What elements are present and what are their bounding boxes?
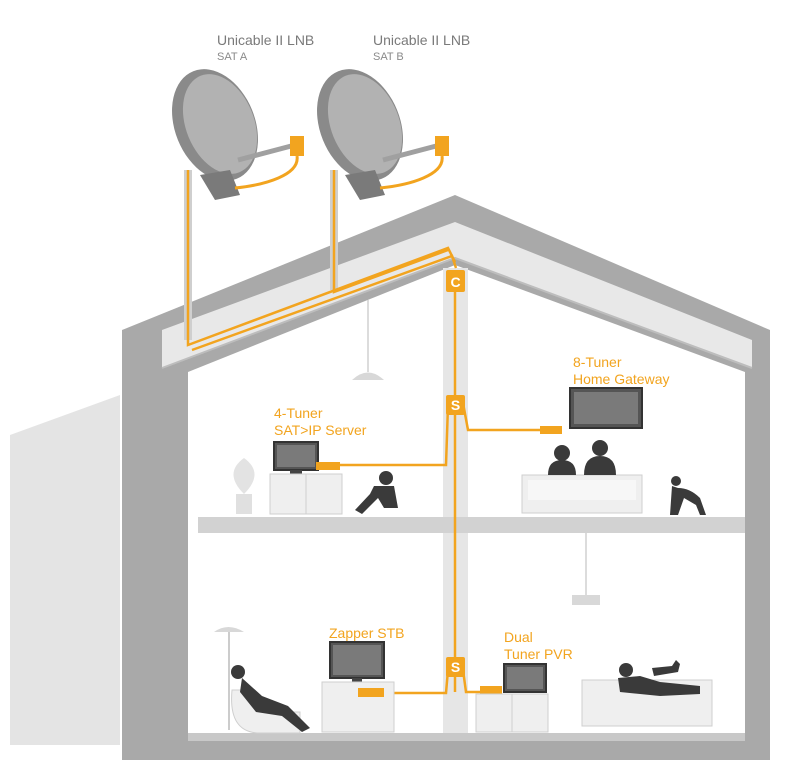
splitter-node-lower <box>446 657 465 677</box>
roof-eave <box>162 222 752 368</box>
splitter-node-upper <box>446 395 465 415</box>
combiner-letter: C <box>450 274 461 290</box>
satellite-dish-a <box>172 69 304 200</box>
reclining-person <box>618 663 700 696</box>
plant-upper <box>233 458 255 514</box>
lnb-b-subtitle: SAT B <box>373 51 404 63</box>
lnb-b-title: Unicable II LNB <box>373 32 471 48</box>
pvr-label: Dual Tuner PVR <box>504 629 573 662</box>
cable-network <box>186 170 540 695</box>
splitter-letter-lower: S <box>450 659 461 675</box>
armchair-person <box>231 665 310 734</box>
home-gateway-tv <box>540 387 643 434</box>
sofa-upper <box>521 474 643 514</box>
zapper-tv <box>321 641 395 733</box>
satip-server-tv <box>269 441 343 515</box>
child-silhouette <box>355 471 398 514</box>
couple-silhouette <box>548 440 616 475</box>
lnb-a-title: Unicable II LNB <box>217 32 315 48</box>
ceiling-lamp-lower <box>572 533 600 605</box>
satip-server-label: 4-Tuner SAT>IP Server <box>274 405 367 438</box>
ground-floor <box>188 733 745 741</box>
splitter-letter-upper: S <box>450 397 461 413</box>
cat-silhouette <box>652 660 680 676</box>
floor-slab <box>198 517 745 533</box>
dog-silhouette <box>670 476 706 515</box>
lnb-a-subtitle: SAT A <box>217 51 248 63</box>
zapper-label: Zapper STB <box>329 625 405 641</box>
combiner-node <box>446 270 465 292</box>
pvr-tv <box>475 663 549 733</box>
floor-lamp <box>214 627 244 730</box>
satellite-dish-b <box>317 69 449 200</box>
house-shadow <box>10 395 120 745</box>
ceiling-lamp-upper <box>352 300 384 380</box>
home-gateway-label: 8-Tuner Home Gateway <box>573 354 670 387</box>
